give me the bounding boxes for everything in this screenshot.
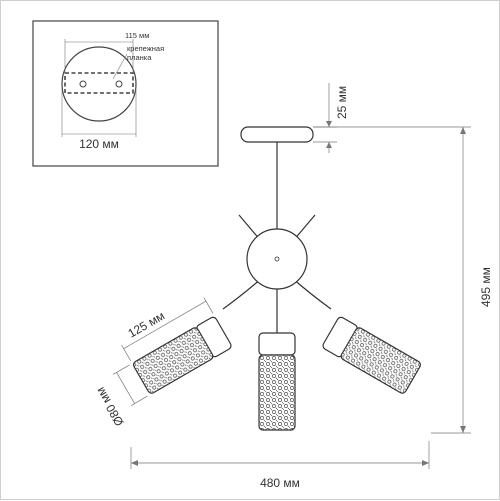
shade-left: [133, 316, 232, 394]
socket-center: [258, 332, 296, 356]
base-detail-inset: 115 мм крепежная планка 120 мм: [32, 20, 219, 167]
fixture: [133, 126, 421, 431]
mounting-plate: [64, 72, 134, 94]
shade-center: [258, 332, 296, 431]
screw-hole-right: [115, 80, 123, 88]
total-height-label: 495 мм: [479, 267, 493, 307]
shade-length-dim-line: [123, 300, 207, 349]
base-circle: [61, 46, 137, 122]
shade-right: [322, 316, 421, 394]
shade-diameter-dim-line: [116, 372, 135, 404]
plate-leader-line: [112, 53, 128, 80]
dimensions: [112, 83, 471, 469]
crystal-shade-left: [133, 327, 214, 394]
plate-width-label: 115 мм: [125, 31, 149, 40]
crystal-shade-right: [340, 327, 421, 394]
crystal-shade-center: [258, 354, 296, 431]
plate-label-2: планка: [127, 53, 152, 62]
ceiling-base: [240, 126, 314, 143]
base-diameter-label: 120 мм: [79, 137, 119, 151]
base-height-label: 25 мм: [335, 86, 349, 119]
plate-label-1: крепежная: [127, 44, 164, 53]
screw-hole-left: [79, 80, 87, 88]
total-width-label: 480 мм: [260, 476, 300, 490]
shade-diameter-label: Ø80 мм: [93, 385, 126, 429]
